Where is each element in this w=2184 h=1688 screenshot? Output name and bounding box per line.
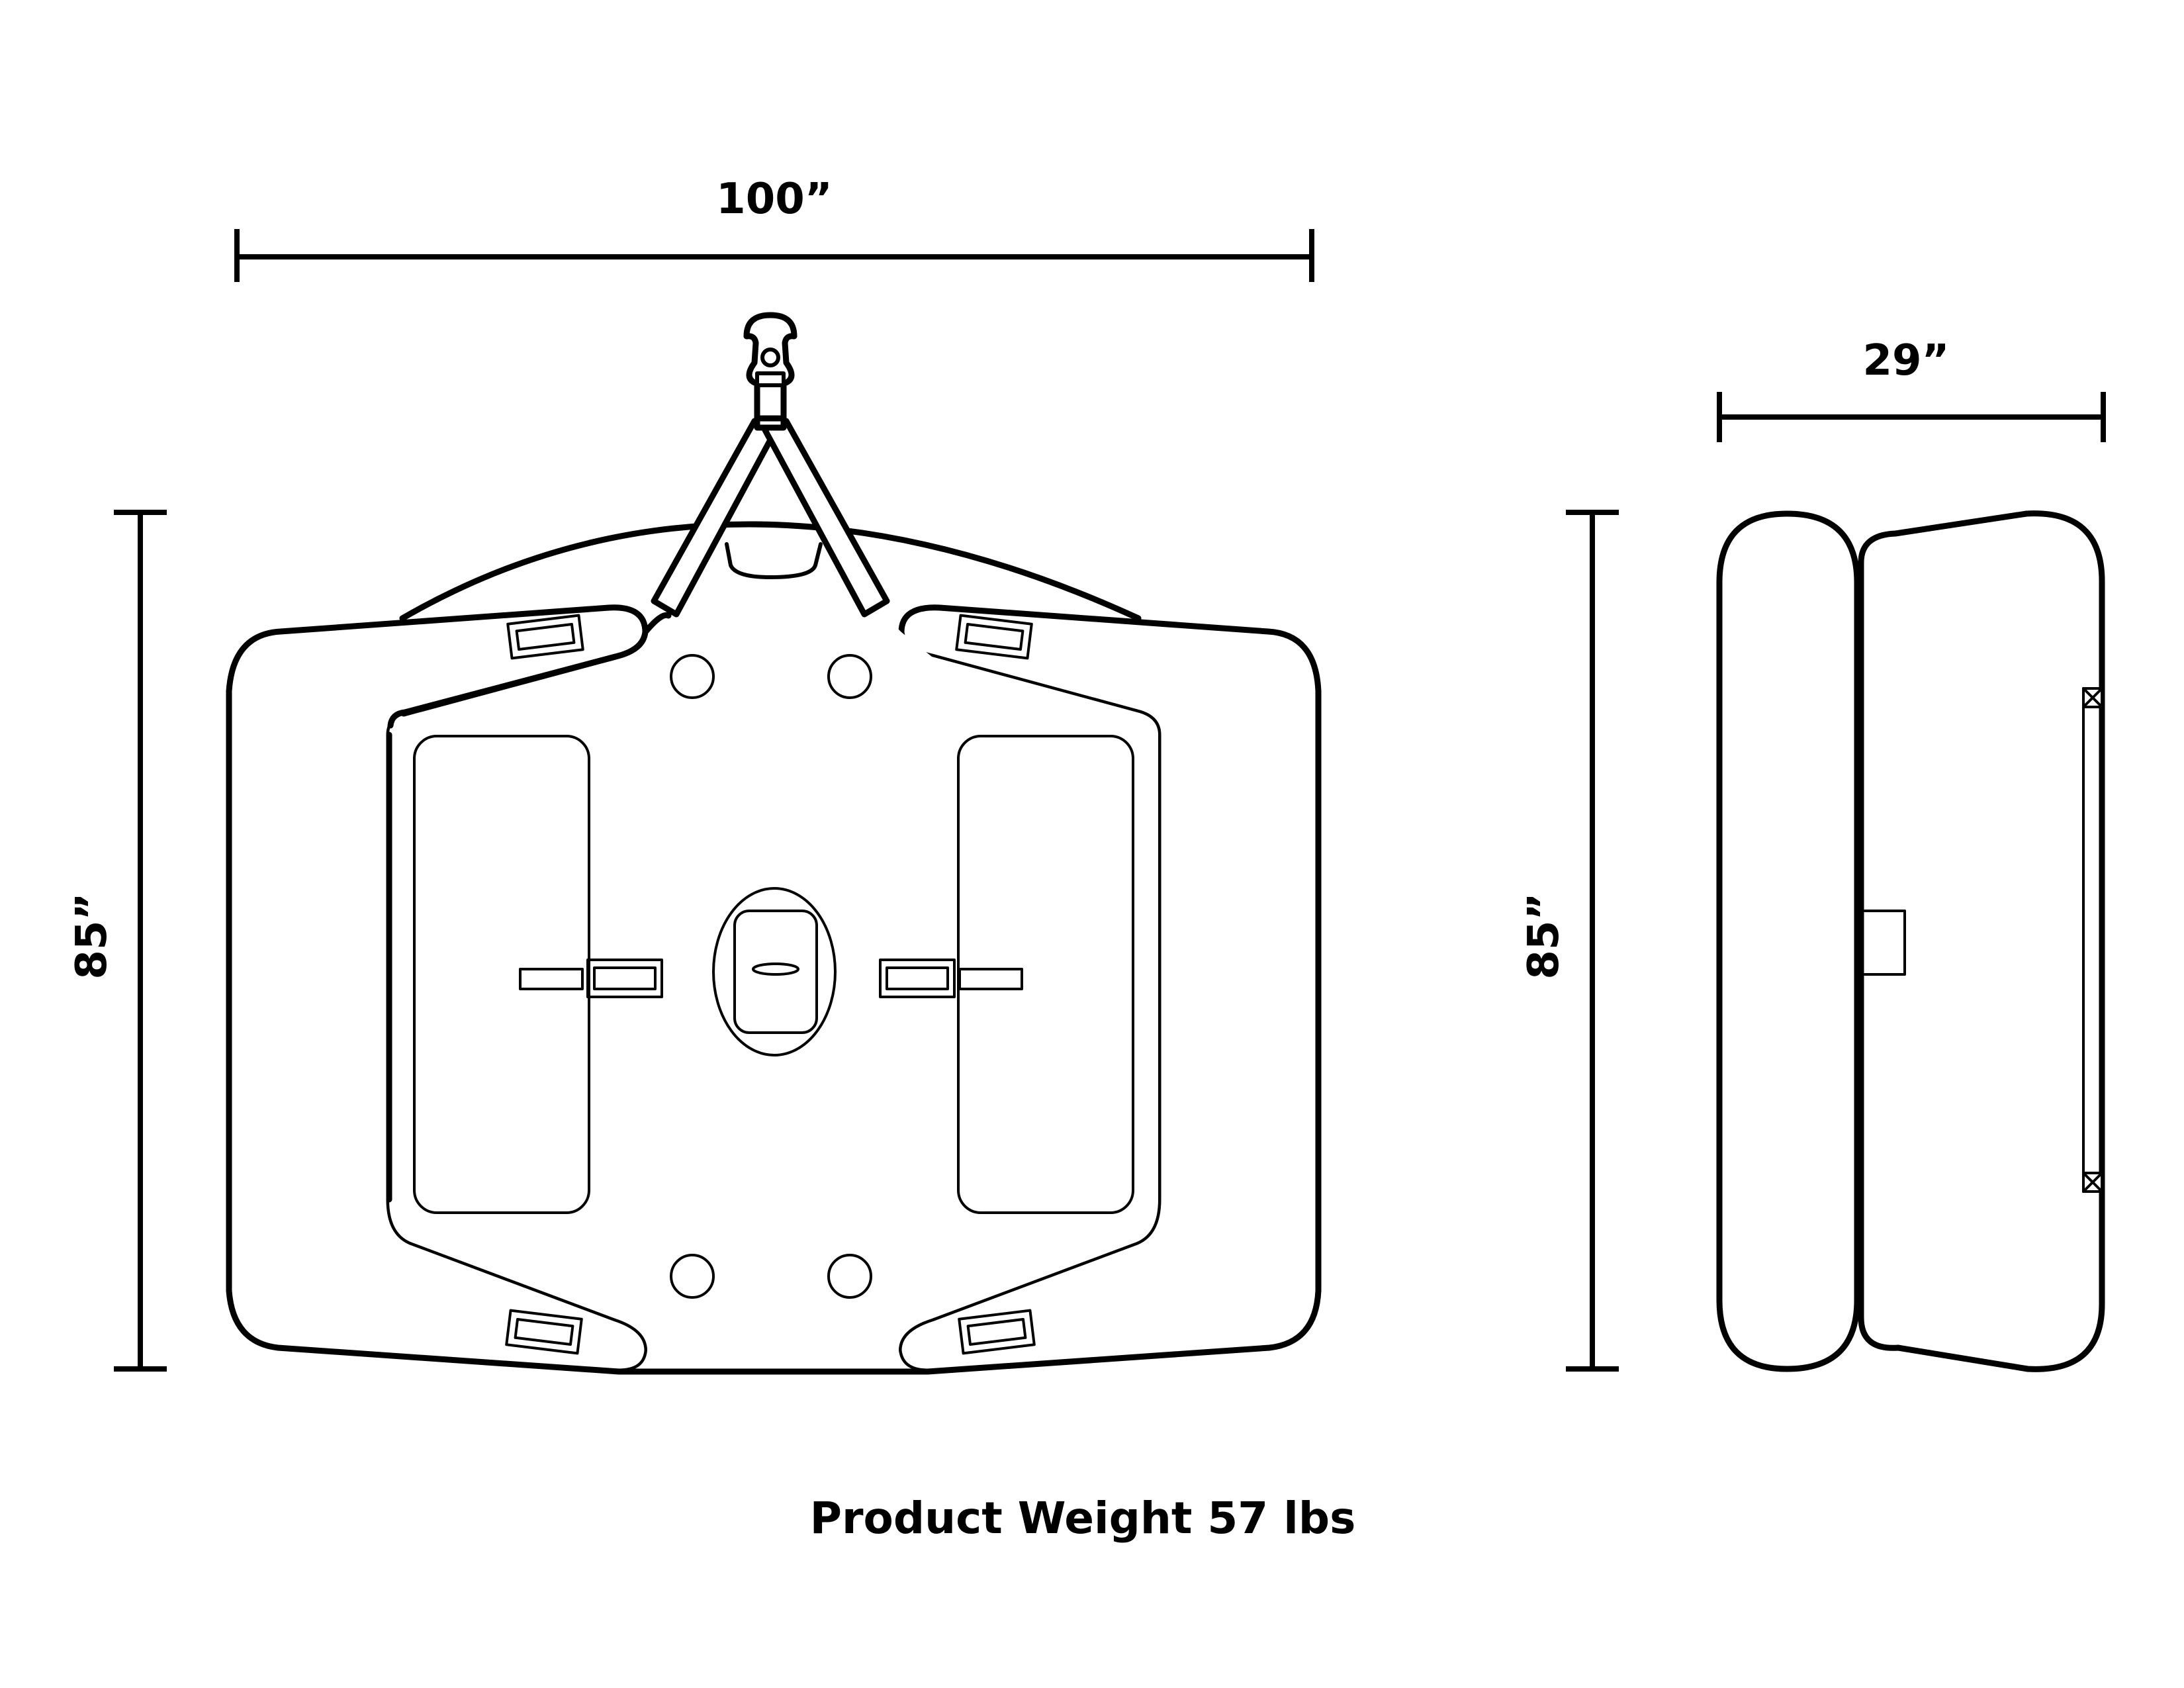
depth-label: 29” bbox=[1862, 336, 1949, 385]
top-dome-outline bbox=[399, 521, 1142, 622]
depth-dimension: 29” bbox=[1717, 336, 2106, 442]
left-wing-inner bbox=[387, 653, 619, 729]
bottom-right-hole bbox=[827, 1254, 872, 1299]
right-strap-inner bbox=[886, 966, 949, 990]
center-handle-slot bbox=[752, 962, 799, 976]
tow-bridle bbox=[651, 378, 890, 618]
corner-handle-top-left bbox=[506, 614, 584, 660]
side-rail-bottom-fastener-icon bbox=[2082, 1172, 2103, 1193]
center-panel bbox=[389, 567, 1158, 1372]
side-view bbox=[1716, 510, 2105, 1372]
corner-handle-top-right bbox=[955, 614, 1033, 660]
center-handle-outer bbox=[712, 887, 837, 1056]
side-body bbox=[1858, 510, 2105, 1372]
front-height-dimension: 85” bbox=[68, 510, 167, 1372]
product-weight-caption: Product Weight 57 lbs bbox=[810, 1493, 1356, 1544]
width-dimension: 100” bbox=[234, 175, 1314, 282]
bottom-left-hole bbox=[670, 1254, 715, 1299]
left-strap-tab bbox=[519, 968, 584, 990]
left-strap-inner bbox=[593, 966, 657, 990]
center-handle-inner bbox=[733, 910, 818, 1034]
corner-handle-bottom-right bbox=[958, 1309, 1036, 1355]
side-front-tube bbox=[1716, 510, 1860, 1372]
inner-frame bbox=[386, 612, 672, 1203]
side-height-dimension: 85” bbox=[1520, 510, 1619, 1372]
top-left-hole bbox=[670, 654, 715, 699]
right-strap-outer bbox=[879, 959, 956, 998]
top-right-hole bbox=[827, 654, 872, 699]
corner-handle-bottom-left bbox=[505, 1309, 583, 1355]
front-height-label: 85” bbox=[68, 892, 116, 979]
front-view bbox=[226, 312, 1322, 1375]
side-rail-top-fastener-icon bbox=[2082, 687, 2103, 708]
tow-ring-icon bbox=[743, 312, 797, 387]
width-label: 100” bbox=[716, 175, 833, 224]
side-height-label: 85” bbox=[1520, 892, 1569, 979]
left-strap-outer bbox=[586, 959, 663, 998]
right-strap-tab bbox=[958, 968, 1023, 990]
side-strap bbox=[1860, 910, 1906, 976]
